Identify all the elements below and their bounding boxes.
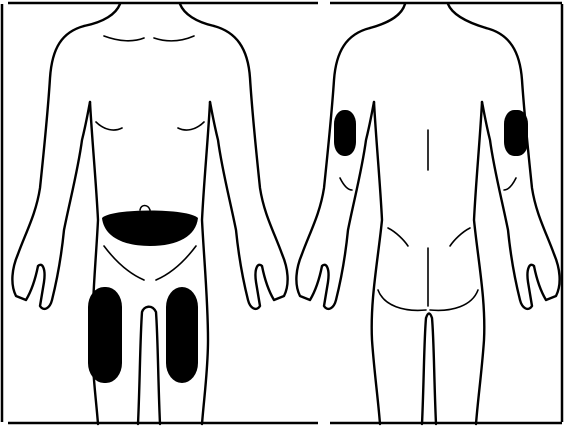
back-left-elbow [340, 178, 352, 190]
front-neck-left [84, 4, 120, 26]
front-collarbone-right [154, 36, 194, 41]
front-view [12, 4, 287, 424]
back-view [296, 4, 559, 424]
back-lower-right [450, 228, 470, 246]
front-left-arm-outline [12, 26, 90, 309]
front-groin-left [104, 246, 144, 280]
front-right-leg-outline [202, 102, 210, 424]
front-chest-right [178, 122, 204, 130]
front-right-thigh-site [166, 287, 198, 383]
front-abdomen-site [102, 211, 198, 247]
back-right-arm-outline [482, 28, 560, 309]
front-chest-left [96, 122, 122, 130]
front-inner-legs [138, 307, 160, 424]
back-left-leg-outline [372, 102, 382, 424]
back-buttock-left [378, 290, 426, 310]
front-collarbone-left [104, 36, 144, 41]
front-navel [140, 206, 150, 211]
front-groin-right [156, 246, 196, 280]
back-right-leg-outline [474, 102, 484, 424]
back-inner-legs [422, 314, 436, 425]
back-lower-left [388, 228, 408, 246]
back-neck-left [370, 4, 405, 28]
back-left-arm-outline [296, 28, 374, 309]
front-right-arm-outline [210, 26, 288, 309]
back-right-elbow [504, 178, 516, 190]
back-left-upper-arm-site [334, 110, 356, 156]
front-left-thigh-site [88, 287, 122, 383]
back-right-upper-arm-site [504, 110, 528, 156]
back-buttock-right [430, 290, 478, 310]
front-neck-right [180, 4, 214, 26]
back-neck-right [448, 4, 486, 28]
